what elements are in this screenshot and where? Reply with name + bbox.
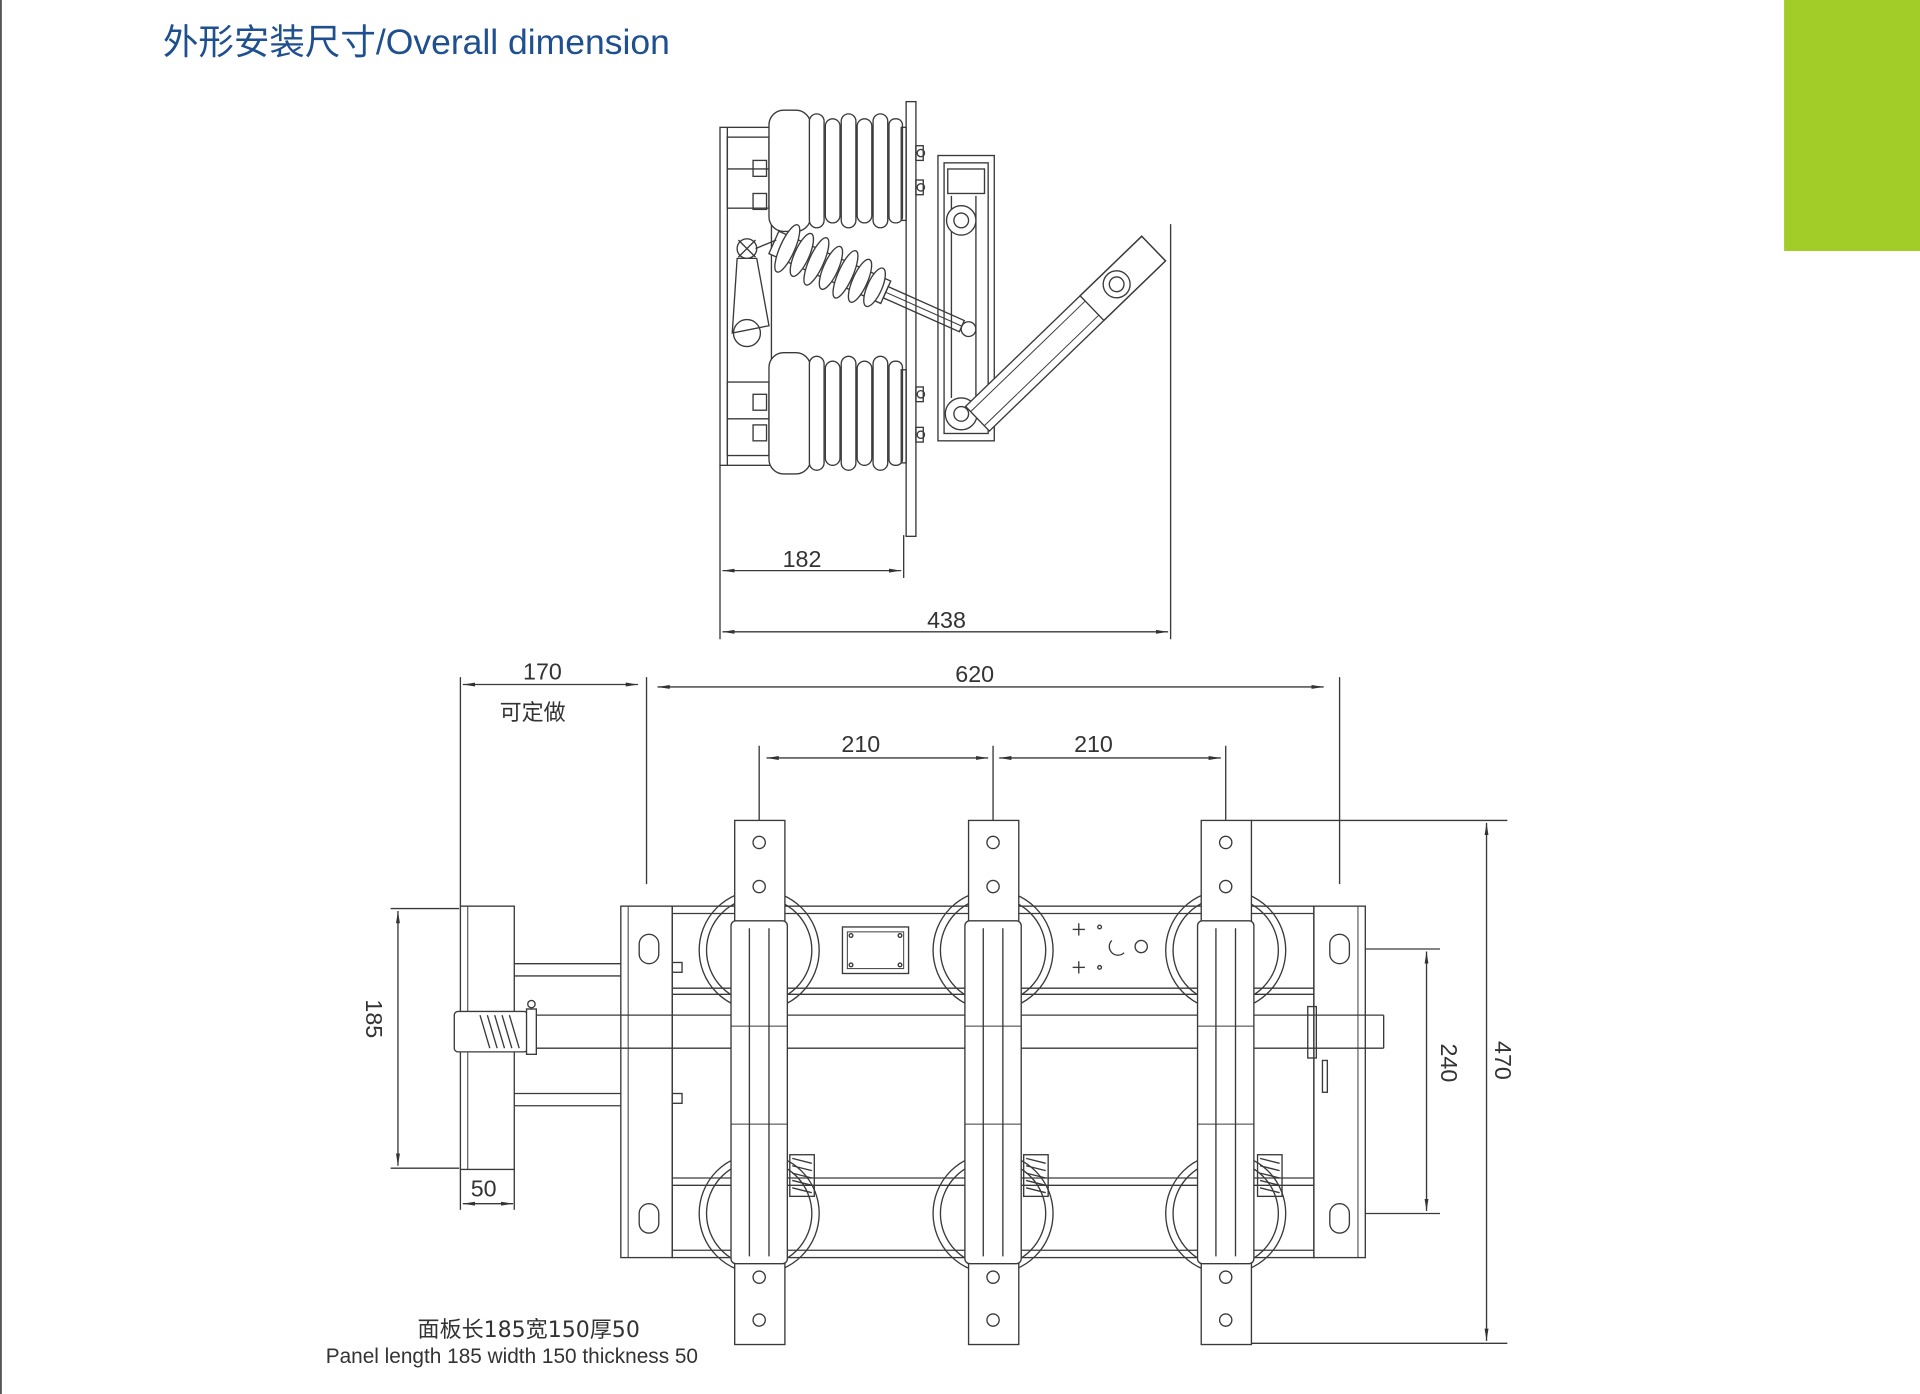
mounting-plate [905,100,926,538]
dim-label-210-left: 210 [841,731,880,757]
dim-label-50: 50 [471,1175,497,1201]
pole-right [1196,819,1283,1346]
dim-label-620: 620 [955,661,994,687]
right-end-plate [1313,905,1366,1259]
dim-label-182: 182 [783,546,822,572]
dim-label-470: 470 [1490,1041,1516,1080]
dim-label-170: 170 [523,659,562,685]
mounting-marks [1072,923,1149,974]
diagonal-insulator [768,224,977,338]
accent-block [1784,0,1920,252]
dim-label-185: 185 [361,999,387,1038]
dim-label-438: 438 [927,607,966,633]
operating-lever [731,238,777,348]
left-edge-line [0,0,2,1394]
upper-insulator [768,109,907,233]
contact-arm [937,154,995,442]
left-end-plate [620,905,673,1259]
custom-note: 可定做 [500,701,566,726]
dim-label-210-right: 210 [1074,731,1113,757]
handle-spring [453,999,537,1055]
front-extension-lines [390,677,1508,1344]
front-view [390,677,1508,1346]
dim-label-240: 240 [1436,1043,1462,1082]
switch-blade [964,235,1167,432]
panel-note-cn: 面板长185宽150厚50 [418,1318,640,1343]
side-view [719,100,1172,640]
panel-note-en: Panel length 185 width 150 thickness 50 [326,1345,698,1368]
pole-middle [964,819,1049,1346]
side-extension-lines [719,224,1172,640]
pole-left [730,819,815,1346]
lower-insulator [768,351,907,475]
main-shaft [533,1005,1385,1093]
page-title: 外形安装尺寸/Overall dimension [163,22,670,62]
nameplate [841,926,910,975]
